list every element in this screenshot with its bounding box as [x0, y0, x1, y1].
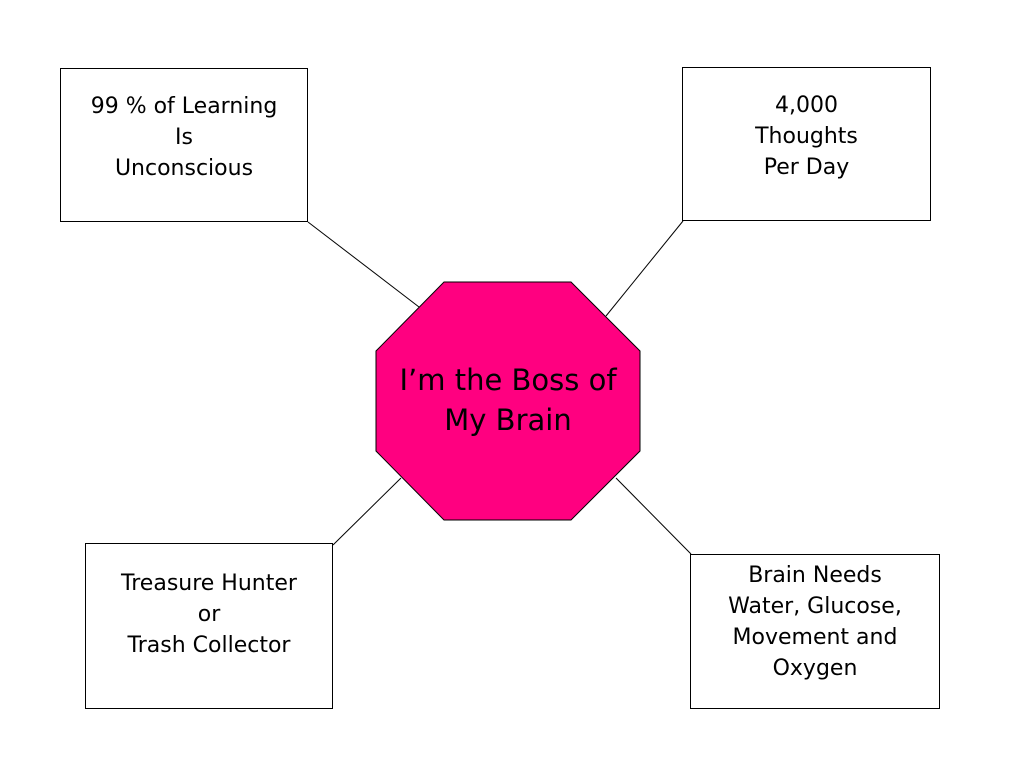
box-text-line: Thoughts [755, 124, 858, 149]
concept-box-brain-needs: Brain Needs Water, Glucose, Movement and… [690, 554, 940, 709]
box-text-line: Unconscious [114, 156, 254, 181]
connector-bottom-left [332, 477, 402, 546]
concept-box-treasure-hunter: Treasure Hunter or Trash Collector [85, 543, 333, 709]
concept-box-learning: 99 % of Learning Is Unconscious [60, 68, 308, 222]
box-text-line: Brain Needs [748, 563, 882, 588]
box-text-line: Is [175, 125, 193, 150]
center-octagon [375, 281, 641, 521]
connector-top-left [307, 221, 420, 308]
box-text-line: or [197, 602, 221, 627]
concept-box-thoughts: 4,000 Thoughts Per Day [682, 67, 931, 221]
center-title: I’m the Boss of My Brain [376, 360, 640, 440]
center-title-line: I’m the Boss of [399, 363, 617, 397]
center-title-line: My Brain [444, 403, 572, 437]
box-text-line: Trash Collector [127, 633, 291, 658]
box-text-line: Per Day [763, 155, 850, 180]
connector-bottom-right [615, 477, 692, 555]
connector-top-right [605, 220, 684, 317]
box-text-line: Movement and [732, 625, 898, 650]
box-text-line: Water, Glucose, [728, 594, 902, 619]
box-text-line: 99 % of Learning [90, 94, 278, 119]
box-text-line: Oxygen [772, 656, 858, 681]
box-text-line: Treasure Hunter [121, 571, 297, 596]
box-text-line: 4,000 [775, 93, 838, 118]
